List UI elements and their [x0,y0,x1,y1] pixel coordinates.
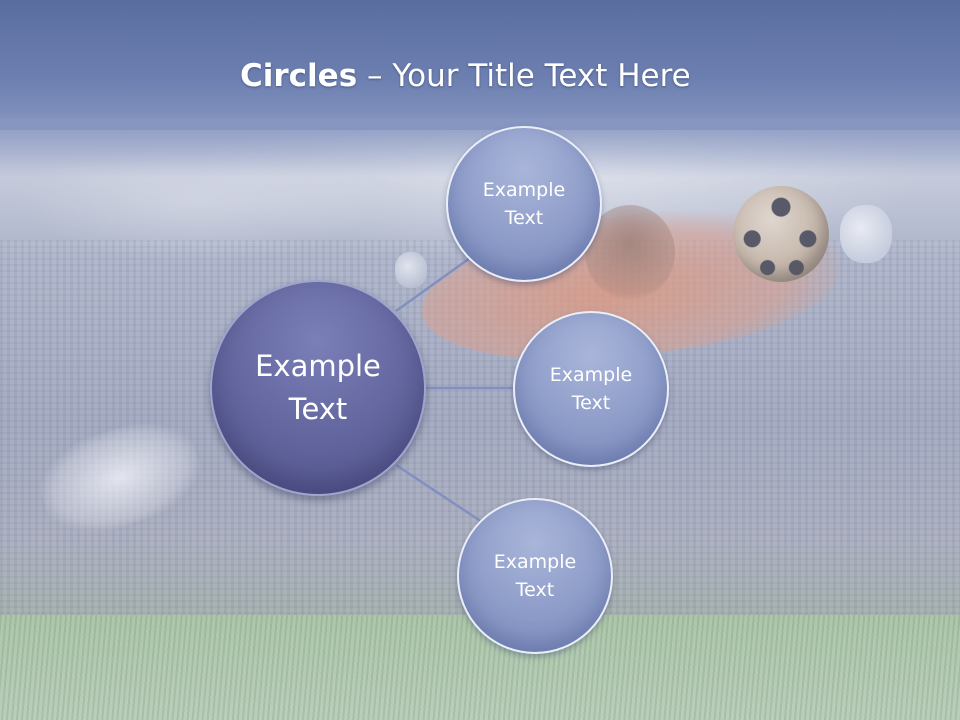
center-circle[interactable]: Example Text [210,280,426,496]
node-circle-bottom[interactable]: Example Text [457,498,613,654]
soccer-ball-icon [733,186,829,282]
node-circle-middle-label: Example Text [549,363,633,415]
node-circle-top-label: Example Text [482,178,566,230]
connector-line-bottom [395,463,483,524]
goalkeeper-glove-right [840,205,892,263]
slide-title-rest: – Your Title Text Here [357,58,691,94]
header-band [0,0,960,130]
goalkeeper-glove-left [395,252,427,288]
node-circle-middle[interactable]: Example Text [513,311,669,467]
connector-line-top [395,256,471,313]
node-circle-bottom-label: Example Text [493,550,577,602]
node-circle-top[interactable]: Example Text [446,126,602,282]
center-circle-label: Example Text [255,348,381,427]
slide-title: Circles – Your Title Text Here [240,54,691,98]
slide-title-bold: Circles [240,58,358,94]
pitch-grass [0,615,960,720]
